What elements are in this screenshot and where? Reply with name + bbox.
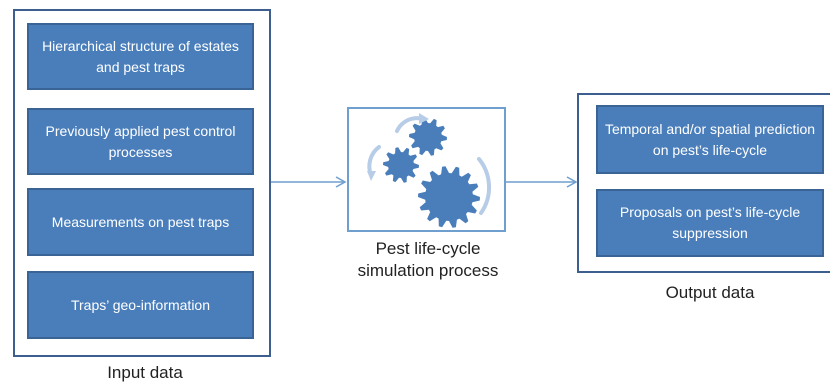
arrow-head-icon: [367, 171, 376, 181]
gear-large-icon: [418, 166, 480, 228]
output-data-label: Output data: [665, 283, 755, 302]
output-item-suppression-proposals: Proposals on pest’s life-cycle suppressi…: [596, 189, 824, 257]
gear-small-left-icon: [383, 147, 419, 183]
rotation-arrow-icon: [367, 145, 381, 177]
arrow-head-icon: [419, 113, 429, 124]
output-item-prediction: Temporal and/or spatial prediction on pe…: [596, 105, 824, 174]
gears-icon: [367, 113, 492, 228]
rotation-arrow-icon: [477, 157, 492, 215]
arrow-head-icon: [335, 176, 347, 188]
input-data-label: Input data: [107, 363, 183, 382]
input-item-trap-measurements: Measurements on pest traps: [27, 188, 254, 256]
arrow-head-icon: [566, 176, 578, 188]
process-label: Pest life-cycle simulation process: [357, 239, 499, 280]
input-item-pest-control-processes: Previously applied pest control processe…: [27, 108, 254, 175]
input-item-geo-information: Traps’ geo-information: [27, 271, 254, 339]
gear-small-top-icon: [409, 118, 447, 156]
simulation-process-box: [347, 107, 506, 232]
input-item-hierarchical-structure: Hierarchical structure of estates and pe…: [27, 23, 254, 90]
